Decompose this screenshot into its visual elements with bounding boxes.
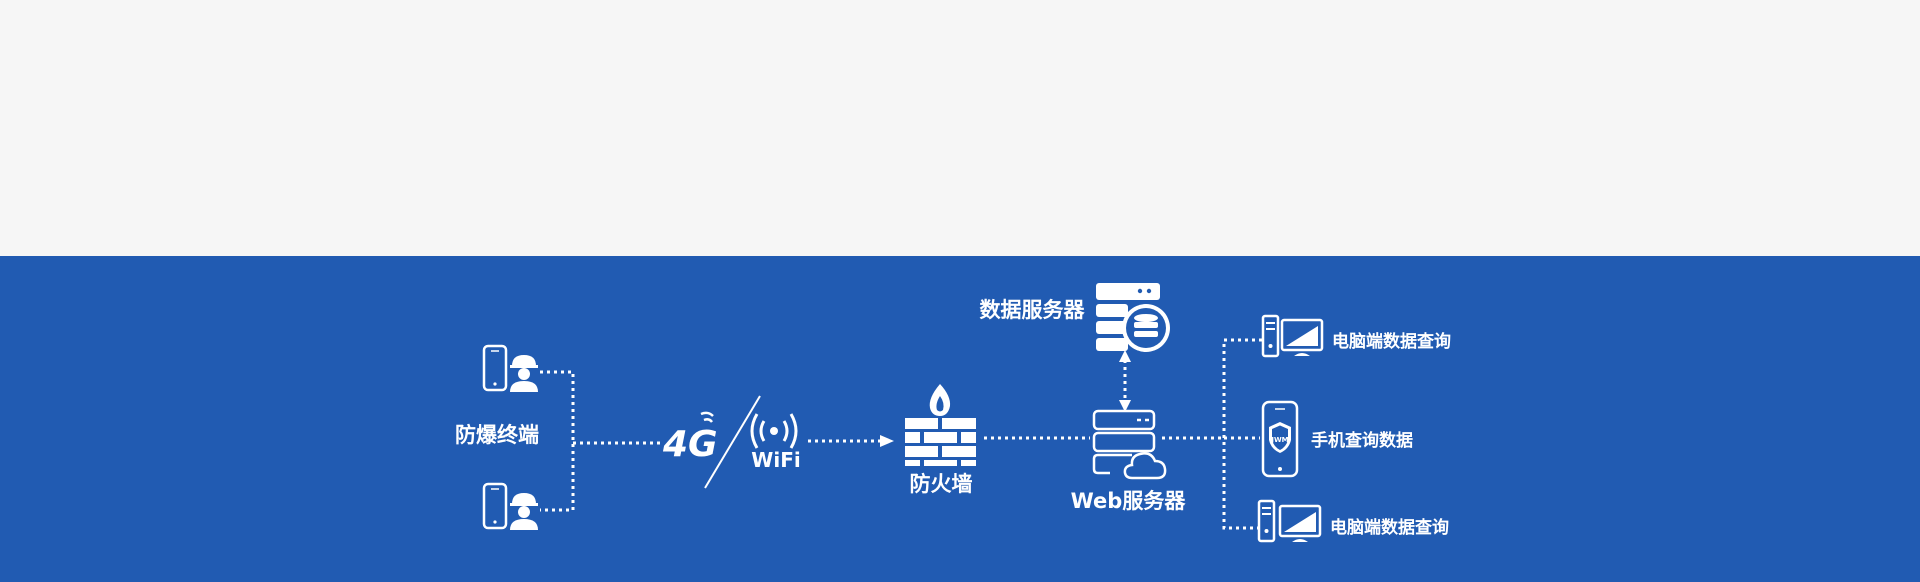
connector-lines xyxy=(540,338,1262,530)
web-server-label: Web服务器 xyxy=(1071,489,1187,513)
desktop-computer-icon xyxy=(1257,499,1322,543)
client-mobile: JWM 手机查询数据 xyxy=(1261,400,1413,478)
pc-query-bottom-label: 电脑端数据查询 xyxy=(1330,517,1449,538)
terminal-top xyxy=(482,344,538,392)
signal-icon xyxy=(700,411,714,423)
web-server-node: Web服务器 xyxy=(1071,409,1187,513)
network-node: 4G WiFi xyxy=(662,395,801,489)
pc-query-top-label: 电脑端数据查询 xyxy=(1332,331,1451,352)
mobile-phone-icon: JWM xyxy=(1261,400,1299,478)
wifi-icon xyxy=(750,413,798,449)
top-blank-area xyxy=(0,0,1920,256)
mobile-query-label: 手机查询数据 xyxy=(1311,430,1413,451)
firewall-node: 防火墙 xyxy=(905,384,976,496)
desktop-computer-icon xyxy=(1261,314,1324,358)
arrow-to-db xyxy=(1119,350,1131,362)
db-server-label: 数据服务器 xyxy=(980,298,1086,322)
network-4g-label: 4G xyxy=(662,424,718,465)
network-wifi-label: WiFi xyxy=(751,448,800,472)
client-pc-top: 电脑端数据查询 xyxy=(1261,314,1451,358)
db-server-node: 数据服务器 xyxy=(980,283,1170,352)
connector-clients-bracket xyxy=(1222,338,1262,530)
connector-terminal-top xyxy=(540,370,575,512)
arrow-to-web xyxy=(1119,400,1131,412)
client-pc-bottom: 电脑端数据查询 xyxy=(1257,499,1449,543)
web-server-icon xyxy=(1092,409,1167,480)
worker-icon xyxy=(510,355,538,392)
terminal-label: 防爆终端 xyxy=(455,423,539,447)
firewall-label: 防火墙 xyxy=(910,472,973,496)
phone-icon xyxy=(482,482,508,530)
arrow-to-firewall xyxy=(880,435,894,447)
worker-icon xyxy=(510,493,538,530)
database-server-icon xyxy=(1096,283,1170,352)
app-logo-text: JWM xyxy=(1270,436,1288,444)
network-divider xyxy=(704,395,761,489)
firewall-icon xyxy=(905,384,976,466)
terminal-bottom xyxy=(482,482,538,530)
phone-icon xyxy=(482,344,508,392)
